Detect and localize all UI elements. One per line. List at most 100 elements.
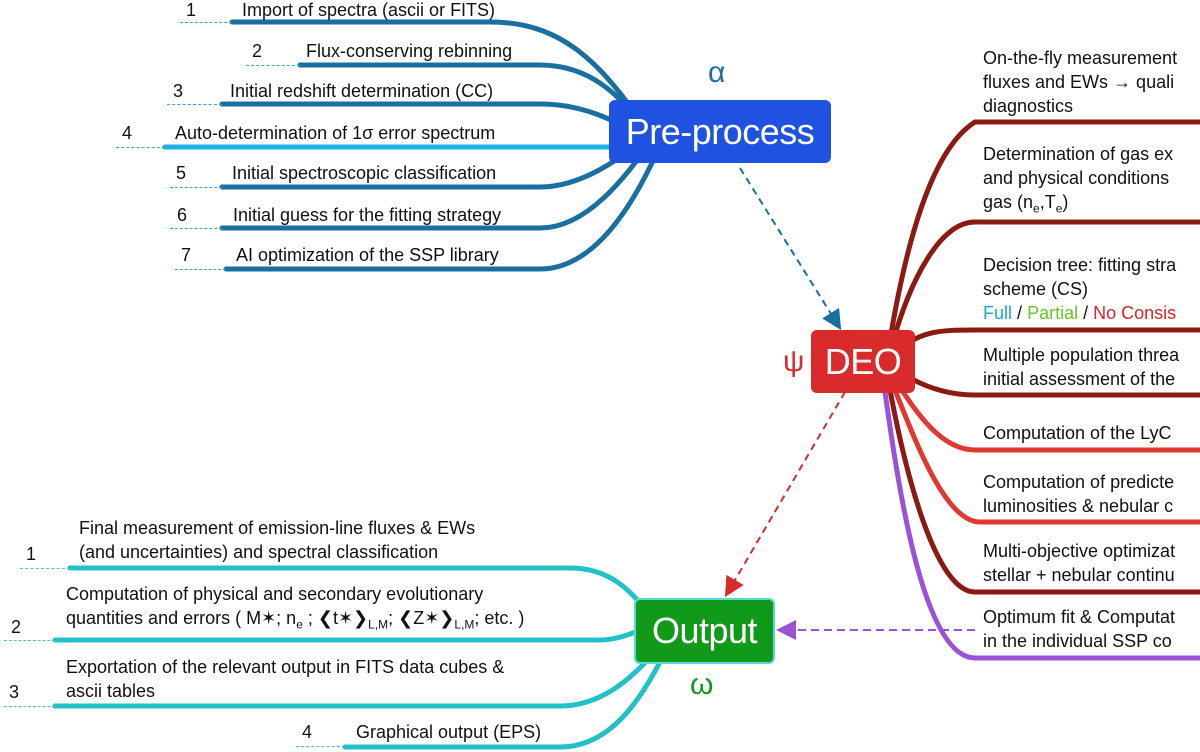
deo-item-2-sub-ne: e <box>1033 201 1040 216</box>
deo-item-4: Multiple population threa initial assess… <box>983 343 1179 391</box>
deo-item-2-line-1: Determination of gas ex <box>983 144 1174 164</box>
arrow-preprocess-to-deo <box>739 167 842 331</box>
pre-item-4-label: Auto-determination of 1σ error spectrum <box>175 123 496 143</box>
deo-item-3: Decision tree: fitting stra scheme (CS) … <box>983 253 1176 325</box>
deo-item-8-line-1: Optimum fit & Computat <box>983 607 1176 627</box>
legend-no-consistency: No Consis <box>1093 303 1177 323</box>
deo-node[interactable]: DEO <box>811 330 915 393</box>
omega-symbol: ω <box>690 668 714 701</box>
deo-item-6: Computation of predicte luminosities & n… <box>983 470 1174 518</box>
deo-item-2-line-3: gas (ne,Te) <box>983 190 1173 221</box>
output-item-1-line-2: (and uncertainties) and spectral classif… <box>79 542 439 562</box>
psi-symbol: ψ <box>783 345 805 378</box>
deo-item-3-legend: Full / Partial / No Consis <box>983 301 1176 325</box>
output-item-3-dash <box>4 706 55 707</box>
output-item-1: Final measurement of emission-line fluxe… <box>79 516 475 564</box>
output-item-4-number: 4 <box>302 722 313 742</box>
pre-item-7-label: AI optimization of the SSP library <box>236 245 499 265</box>
deo-item-2-sub-te: e <box>1055 201 1063 216</box>
output-branch-4 <box>342 659 663 750</box>
deo-item-2-gas: gas (n <box>983 192 1034 212</box>
pre-item-7-number: 7 <box>181 245 192 265</box>
preprocess-node-label: Pre-process <box>625 110 815 152</box>
deo-node-label: DEO <box>824 340 902 382</box>
output-item-2-etc: ; etc. ) <box>474 608 525 628</box>
output-item-3-number: 3 <box>9 682 20 702</box>
output-node-label: Output <box>651 610 758 651</box>
pre-item-1-label: Import of spectra (ascii or FITS) <box>242 0 496 20</box>
pre-item-4-number: 4 <box>122 123 133 143</box>
deo-item-2-close: ) <box>1062 192 1069 212</box>
output-item-1-line-1: Final measurement of emission-line fluxe… <box>79 518 476 538</box>
output-item-2-sub-lm2: L,M <box>454 617 475 632</box>
output-item-3-line-1: Exportation of the relevant output in FI… <box>66 657 505 677</box>
arrow-deo-to-output <box>724 391 846 598</box>
output-item-2-line-1: Computation of physical and secondary ev… <box>66 584 484 604</box>
deo-item-2-te: ,T <box>1039 192 1056 212</box>
pre-item-2-label: Flux-conserving rebinning <box>306 41 513 61</box>
deo-item-1-line-2: fluxes and EWs → quali <box>983 72 1175 92</box>
deo-item-4-line-2: initial assessment of the <box>983 369 1176 389</box>
output-item-2-z: ; ❮Z✶❯ <box>388 608 455 628</box>
deo-item-2-line-2: and physical conditions <box>983 168 1170 188</box>
pre-item-5-label: Initial spectroscopic classification <box>232 163 497 183</box>
pre-item-5-dash <box>170 187 222 188</box>
output-item-2-line-2: quantities and errors ( M✶; ne ; ❮t✶❯L,M… <box>66 606 524 637</box>
deo-item-8: Optimum fit & Computat in the individual… <box>983 605 1175 653</box>
output-item-1-dash <box>20 568 70 569</box>
deo-branch-2 <box>889 219 1200 348</box>
output-branch-3 <box>52 652 655 709</box>
legend-full: Full <box>983 303 1013 323</box>
pre-item-4-dash <box>116 147 165 148</box>
output-node[interactable]: Output <box>634 598 775 664</box>
deo-item-7-line-2: stellar + nebular continu <box>983 565 1175 585</box>
output-item-3: Exportation of the relevant output in FI… <box>66 655 504 703</box>
output-item-1-number: 1 <box>26 544 37 564</box>
output-item-2-sub-lm1: L,M <box>368 617 389 632</box>
pre-item-6-dash <box>170 228 222 229</box>
output-item-2-t: ; ❮t✶❯ <box>302 608 369 628</box>
pre-item-1-number: 1 <box>186 0 197 20</box>
output-item-2-l2a: quantities and errors ( M✶; n <box>66 608 297 628</box>
output-item-2: Computation of physical and secondary ev… <box>66 582 524 637</box>
deo-item-7-line-1: Multi-objective optimizat <box>983 541 1176 561</box>
alpha-symbol: α <box>708 56 726 89</box>
output-item-2-number: 2 <box>11 617 22 637</box>
pre-item-3-label: Initial redshift determination (CC) <box>230 81 494 101</box>
deo-item-3-line-1: Decision tree: fitting stra <box>983 255 1177 275</box>
deo-item-1-line-3: diagnostics <box>983 96 1074 116</box>
output-item-3-line-2: ascii tables <box>66 681 156 701</box>
deo-item-6-line-1: Computation of predicte <box>983 472 1175 492</box>
output-item-2-dash <box>4 640 55 641</box>
pre-item-5-number: 5 <box>176 163 187 183</box>
legend-sep-1: / <box>1017 303 1023 323</box>
deo-item-8-line-2: in the individual SSP co <box>983 631 1172 651</box>
deo-item-1: On-the-fly measurement fluxes and EWs → … <box>983 46 1177 118</box>
deo-item-2: Determination of gas ex and physical con… <box>983 142 1173 221</box>
pre-item-3-dash <box>167 104 222 105</box>
pre-item-2-dash <box>246 65 300 66</box>
legend-sep-2: / <box>1083 303 1089 323</box>
deo-item-6-line-2: luminosities & nebular c <box>983 496 1174 516</box>
legend-partial: Partial <box>1027 303 1079 323</box>
pre-item-3-number: 3 <box>173 81 184 101</box>
deo-item-5-line-1: Computation of the LyC <box>983 423 1172 443</box>
output-item-2-sub-e: e <box>296 617 303 632</box>
deo-branch-1 <box>887 119 1200 343</box>
deo-branch-8 <box>882 389 1200 661</box>
deo-item-7: Multi-objective optimizat stellar + nebu… <box>983 539 1175 587</box>
pre-item-2-number: 2 <box>252 41 263 61</box>
preprocess-node[interactable]: Pre-process <box>609 100 831 163</box>
pre-item-7-dash <box>175 269 226 270</box>
deo-item-5: Computation of the LyC <box>983 421 1171 445</box>
deo-branch-6 <box>890 382 1200 525</box>
pre-branch-7 <box>223 147 661 272</box>
pre-item-6-number: 6 <box>177 205 188 225</box>
deo-item-4-line-1: Multiple population threa <box>983 345 1180 365</box>
pre-item-1-dash <box>180 22 232 23</box>
output-item-4-label: Graphical output (EPS) <box>356 722 542 742</box>
deo-item-1-line-1: On-the-fly measurement <box>983 48 1178 68</box>
deo-branch-7 <box>887 387 1200 595</box>
pre-item-6-label: Initial guess for the fitting strategy <box>233 205 502 225</box>
